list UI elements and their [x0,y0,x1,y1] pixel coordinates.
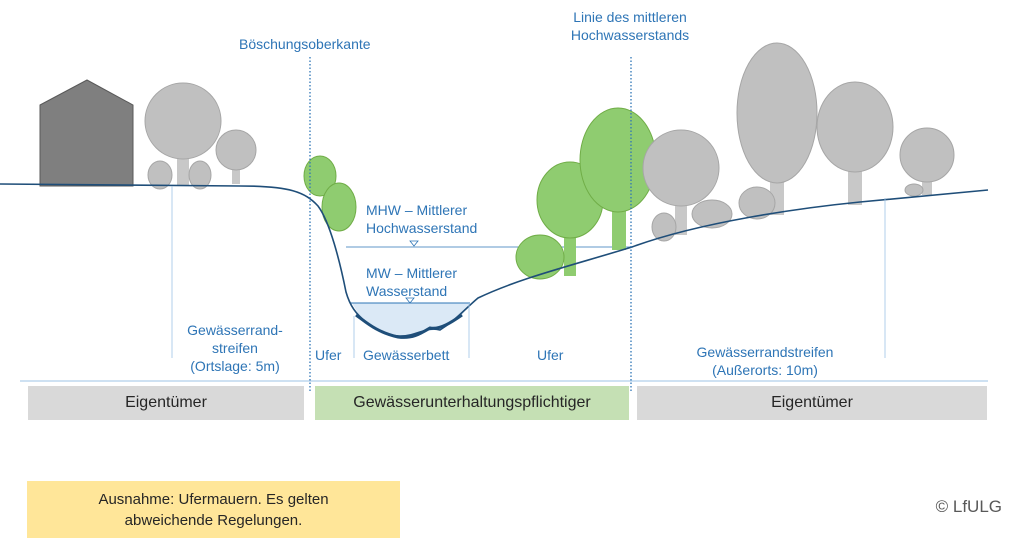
randstreifen-left-label: Gewässerrand- streifen (Ortslage: 5m) [170,321,300,375]
copyright-text: © LfULG [935,497,1002,516]
owner-bar-right: Eigentümer [637,386,987,420]
bank-trees-green [303,107,657,280]
mhw-line-label-line2: Hochwasserstands [570,27,690,43]
randstreifen-right-line2: (Außerorts: 10m) [712,362,818,378]
mhw-label-line2: Hochwasserstand [366,220,478,236]
terrain-profile [0,183,989,337]
mhw-label: MHW – Mittlerer Hochwasserstand [366,201,477,237]
ufer-left-label: Ufer [315,347,342,363]
right-trees [642,42,955,242]
gewaesserbett-label: Gewässerbett [363,347,450,363]
randstreifen-right-label: Gewässerrandstreifen (Außerorts: 10m) [680,343,850,379]
house [39,79,134,187]
exception-note-line2: abweichende Regelungen. [124,511,303,529]
mw-label-line1: MW – Mittlerer [366,265,457,281]
randstreifen-right-line1: Gewässerrandstreifen [696,344,834,360]
exception-note-line1: Ausnahme: Ufermauern. Es gelten [98,490,329,508]
mhw-line-label: Linie des mittleren Hochwasserstands [560,8,700,44]
exception-note: Ausnahme: Ufermauern. Es gelten abweiche… [27,481,400,538]
ufer-right-label: Ufer [537,347,564,363]
boeschungsoberkante-label: Böschungsoberkante [239,36,371,52]
randstreifen-left-line1: Gewässerrand- [187,322,283,338]
mw-label: MW – Mittlerer Wasserstand [366,264,457,300]
owner-bar-left: Eigentümer [28,386,304,420]
mhw-label-line1: MHW – Mittlerer [366,202,468,218]
randstreifen-left-line2: streifen [212,340,258,356]
mw-label-line2: Wasserstand [366,283,448,299]
left-trees [144,82,257,190]
zone-boundaries [171,186,886,358]
mhw-line-label-line1: Linie des mittleren [573,9,687,25]
maintainer-bar: Gewässerunterhaltungspflichtiger [315,386,629,420]
randstreifen-left-line3: (Ortslage: 5m) [190,358,280,374]
